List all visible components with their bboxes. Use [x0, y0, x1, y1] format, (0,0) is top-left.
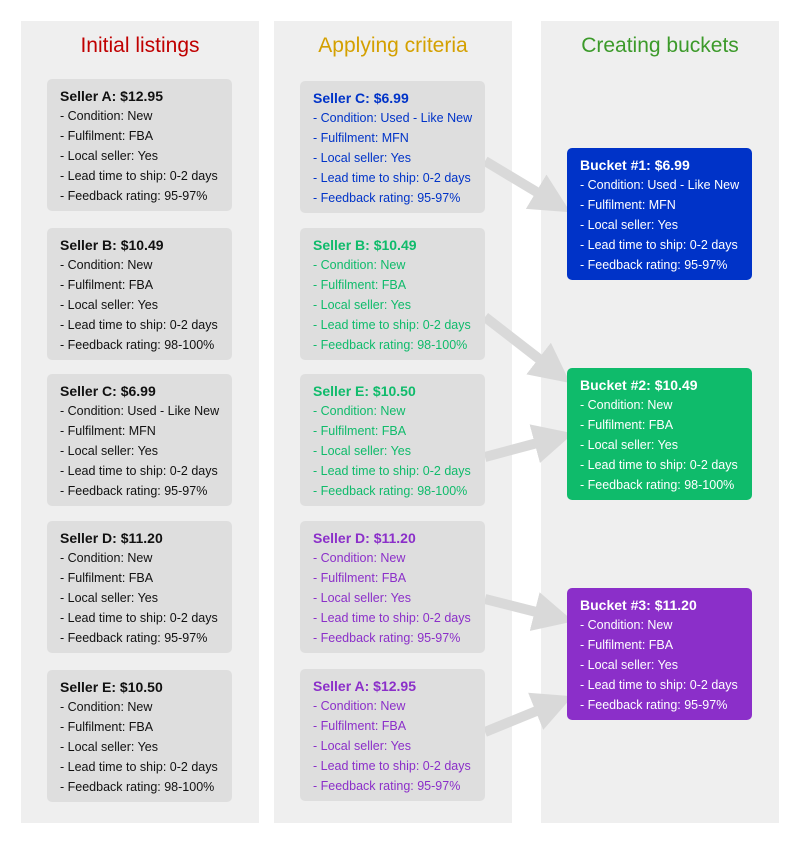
card-line: - Feedback rating: 95-97%	[580, 698, 728, 712]
card-line: - Feedback rating: 95-97%	[60, 631, 208, 645]
card-line: - Condition: Used - Like New	[580, 178, 740, 192]
initial-card-seller-c: Seller C: $6.99 - Condition: Used - Like…	[47, 374, 232, 506]
card-line: - Lead time to ship: 0-2 days	[313, 171, 471, 185]
card-title: Seller C: $6.99	[313, 90, 409, 106]
card-line: - Feedback rating: 98-100%	[313, 484, 468, 498]
card-line: - Condition: New	[313, 258, 406, 272]
column-title-initial: Initial listings	[80, 34, 200, 57]
criteria-card-seller-c: Seller C: $6.99 - Condition: Used - Like…	[300, 81, 485, 213]
card-title: Bucket #1: $6.99	[580, 157, 690, 173]
card-line: - Condition: New	[60, 109, 153, 123]
card-title: Seller C: $6.99	[60, 383, 156, 399]
card-line: - Fulfilment: MFN	[313, 131, 409, 145]
card-line: - Fulfilment: FBA	[60, 571, 154, 585]
card-line: - Fulfilment: FBA	[313, 571, 407, 585]
card-line: - Local seller: Yes	[60, 591, 158, 605]
card-line: - Feedback rating: 95-97%	[60, 189, 208, 203]
column-title-criteria: Applying criteria	[318, 34, 468, 57]
card-line: - Local seller: Yes	[313, 298, 411, 312]
column-title-buckets: Creating buckets	[581, 34, 739, 57]
card-line: - Fulfilment: FBA	[60, 278, 154, 292]
card-line: - Feedback rating: 98-100%	[580, 478, 735, 492]
card-line: - Feedback rating: 98-100%	[60, 338, 215, 352]
card-line: - Feedback rating: 98-100%	[313, 338, 468, 352]
card-line: - Local seller: Yes	[313, 151, 411, 165]
card-line: - Condition: New	[580, 618, 673, 632]
card-line: - Condition: New	[313, 699, 406, 713]
card-title: Bucket #2: $10.49	[580, 377, 698, 393]
card-line: - Condition: New	[60, 258, 153, 272]
card-line: - Local seller: Yes	[313, 739, 411, 753]
card-line: - Lead time to ship: 0-2 days	[313, 318, 471, 332]
card-line: - Condition: New	[60, 551, 153, 565]
criteria-card-seller-e: Seller E: $10.50 - Condition: New - Fulf…	[300, 374, 485, 506]
card-line: - Condition: New	[60, 700, 153, 714]
card-line: - Local seller: Yes	[60, 149, 158, 163]
card-line: - Fulfilment: FBA	[60, 129, 154, 143]
card-title: Seller D: $11.20	[313, 530, 416, 546]
card-title: Seller D: $11.20	[60, 530, 163, 546]
card-line: - Lead time to ship: 0-2 days	[60, 611, 218, 625]
criteria-card-seller-d: Seller D: $11.20 - Condition: New - Fulf…	[300, 521, 485, 653]
card-title: Seller A: $12.95	[313, 678, 416, 694]
card-line: - Fulfilment: FBA	[313, 719, 407, 733]
card-line: - Lead time to ship: 0-2 days	[313, 759, 471, 773]
card-title: Seller E: $10.50	[313, 383, 416, 399]
card-line: - Feedback rating: 95-97%	[313, 631, 461, 645]
card-title: Bucket #3: $11.20	[580, 597, 697, 613]
card-line: - Fulfilment: FBA	[580, 418, 674, 432]
card-line: - Lead time to ship: 0-2 days	[580, 238, 738, 252]
card-line: - Condition: New	[580, 398, 673, 412]
card-line: - Fulfilment: FBA	[60, 720, 154, 734]
initial-card-seller-d: Seller D: $11.20 - Condition: New - Fulf…	[47, 521, 232, 653]
card-line: - Local seller: Yes	[313, 591, 411, 605]
bucket-card-1: Bucket #1: $6.99 - Condition: Used - Lik…	[567, 148, 752, 280]
card-line: - Lead time to ship: 0-2 days	[60, 760, 218, 774]
card-line: - Feedback rating: 95-97%	[580, 258, 728, 272]
card-line: - Lead time to ship: 0-2 days	[60, 318, 218, 332]
card-line: - Condition: Used - Like New	[60, 404, 220, 418]
card-line: - Feedback rating: 95-97%	[313, 779, 461, 793]
card-line: - Local seller: Yes	[580, 658, 678, 672]
card-line: - Fulfilment: MFN	[60, 424, 156, 438]
initial-card-seller-a: Seller A: $12.95 - Condition: New - Fulf…	[47, 79, 232, 211]
card-line: - Local seller: Yes	[313, 444, 411, 458]
card-line: - Lead time to ship: 0-2 days	[313, 611, 471, 625]
card-line: - Feedback rating: 98-100%	[60, 780, 215, 794]
card-line: - Lead time to ship: 0-2 days	[580, 678, 738, 692]
card-line: - Local seller: Yes	[580, 438, 678, 452]
card-title: Seller B: $10.49	[313, 237, 417, 253]
criteria-card-seller-a: Seller A: $12.95 - Condition: New - Fulf…	[300, 669, 485, 801]
card-line: - Fulfilment: FBA	[580, 638, 674, 652]
card-title: Seller B: $10.49	[60, 237, 164, 253]
card-line: - Fulfilment: FBA	[313, 424, 407, 438]
card-title: Seller A: $12.95	[60, 88, 163, 104]
card-line: - Condition: New	[313, 551, 406, 565]
initial-card-seller-b: Seller B: $10.49 - Condition: New - Fulf…	[47, 228, 232, 360]
card-line: - Lead time to ship: 0-2 days	[60, 169, 218, 183]
card-line: - Fulfilment: FBA	[313, 278, 407, 292]
criteria-card-seller-b: Seller B: $10.49 - Condition: New - Fulf…	[300, 228, 485, 360]
initial-card-seller-e: Seller E: $10.50 - Condition: New - Fulf…	[47, 670, 232, 802]
card-line: - Lead time to ship: 0-2 days	[60, 464, 218, 478]
bucket-card-2: Bucket #2: $10.49 - Condition: New - Ful…	[567, 368, 752, 500]
card-line: - Local seller: Yes	[60, 298, 158, 312]
card-title: Seller E: $10.50	[60, 679, 163, 695]
card-line: - Condition: New	[313, 404, 406, 418]
card-line: - Condition: Used - Like New	[313, 111, 473, 125]
card-line: - Local seller: Yes	[580, 218, 678, 232]
card-line: - Lead time to ship: 0-2 days	[580, 458, 738, 472]
card-line: - Feedback rating: 95-97%	[60, 484, 208, 498]
card-line: - Feedback rating: 95-97%	[313, 191, 461, 205]
bucket-card-3: Bucket #3: $11.20 - Condition: New - Ful…	[567, 588, 752, 720]
card-line: - Local seller: Yes	[60, 444, 158, 458]
card-line: - Local seller: Yes	[60, 740, 158, 754]
card-line: - Fulfilment: MFN	[580, 198, 676, 212]
card-line: - Lead time to ship: 0-2 days	[313, 464, 471, 478]
